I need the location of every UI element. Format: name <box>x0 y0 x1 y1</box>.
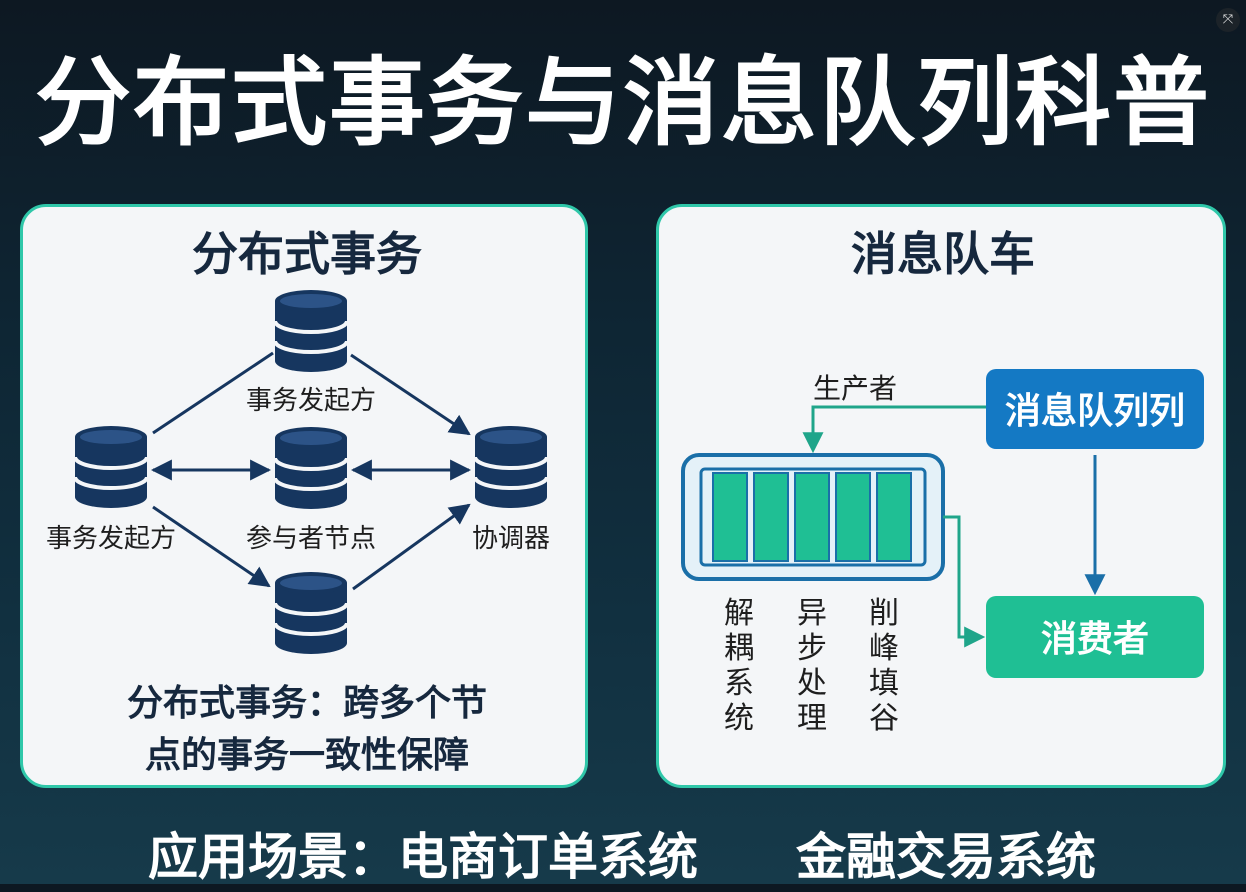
database-icon <box>273 425 349 511</box>
connector-buffer-consumer <box>943 515 986 648</box>
database-icon <box>273 288 349 374</box>
node-label-top: 事务发起方 <box>246 386 376 416</box>
queue-buffer-frame <box>699 467 927 567</box>
node-label-right: 协调器 <box>472 524 550 554</box>
queue-cell <box>876 472 912 562</box>
node-label-center: 参与者节点 <box>246 524 376 554</box>
database-icon <box>473 424 549 510</box>
page-title: 分布式事务与消息队列科普 <box>35 47 1211 159</box>
queue-cell <box>712 472 748 562</box>
connector-top-right <box>350 353 471 436</box>
consumer-box-label: 消费者 <box>1041 619 1149 660</box>
node-label-left: 事务发起方 <box>46 524 176 554</box>
panel-heading: 消息队车 <box>851 227 1035 281</box>
footer-finance: 金融交易系统 <box>796 828 1096 886</box>
panel-heading: 分布式事务 <box>192 227 422 281</box>
queue-box <box>986 369 1204 449</box>
footer-scenarios: 应用场景：电商订单系统 <box>148 828 698 886</box>
feature-label-peak-shaving: 削峰填谷 <box>869 596 899 736</box>
distributed-transaction-panel: 分布式事务 事务发起方 事务发起方 参与者节点 协调器 分布式事务：跨多个节 点… <box>20 204 588 788</box>
producer-label: 生产者 <box>813 372 897 405</box>
expand-icon[interactable]: ⤧ <box>1216 8 1240 32</box>
feature-label-decoupling: 解耦系统 <box>724 596 754 736</box>
feature-labels: 解耦系统 异步处理 削峰填谷 <box>724 596 899 736</box>
consumer-box <box>986 596 1204 678</box>
database-icon <box>273 570 349 656</box>
connector-left-top <box>152 351 274 435</box>
queue-cell <box>794 472 830 562</box>
panel-caption: 点的事务一致性保障 <box>145 735 469 776</box>
database-icon <box>73 424 149 510</box>
queue-cell <box>753 472 789 562</box>
queue-box-label: 消息队列列 <box>1005 391 1185 432</box>
message-queue-panel: 消息队车 生产者 消息队列列 消费者 解耦系统 异步处理 削峰填谷 <box>656 204 1226 788</box>
queue-cell <box>835 472 871 562</box>
connector-left-bottom <box>152 505 271 588</box>
panel-caption: 分布式事务：跨多个节 <box>127 683 487 724</box>
connector-bottom-right <box>352 503 471 591</box>
feature-label-async: 异步处理 <box>797 596 827 736</box>
connector-queue-buffer <box>802 405 986 454</box>
